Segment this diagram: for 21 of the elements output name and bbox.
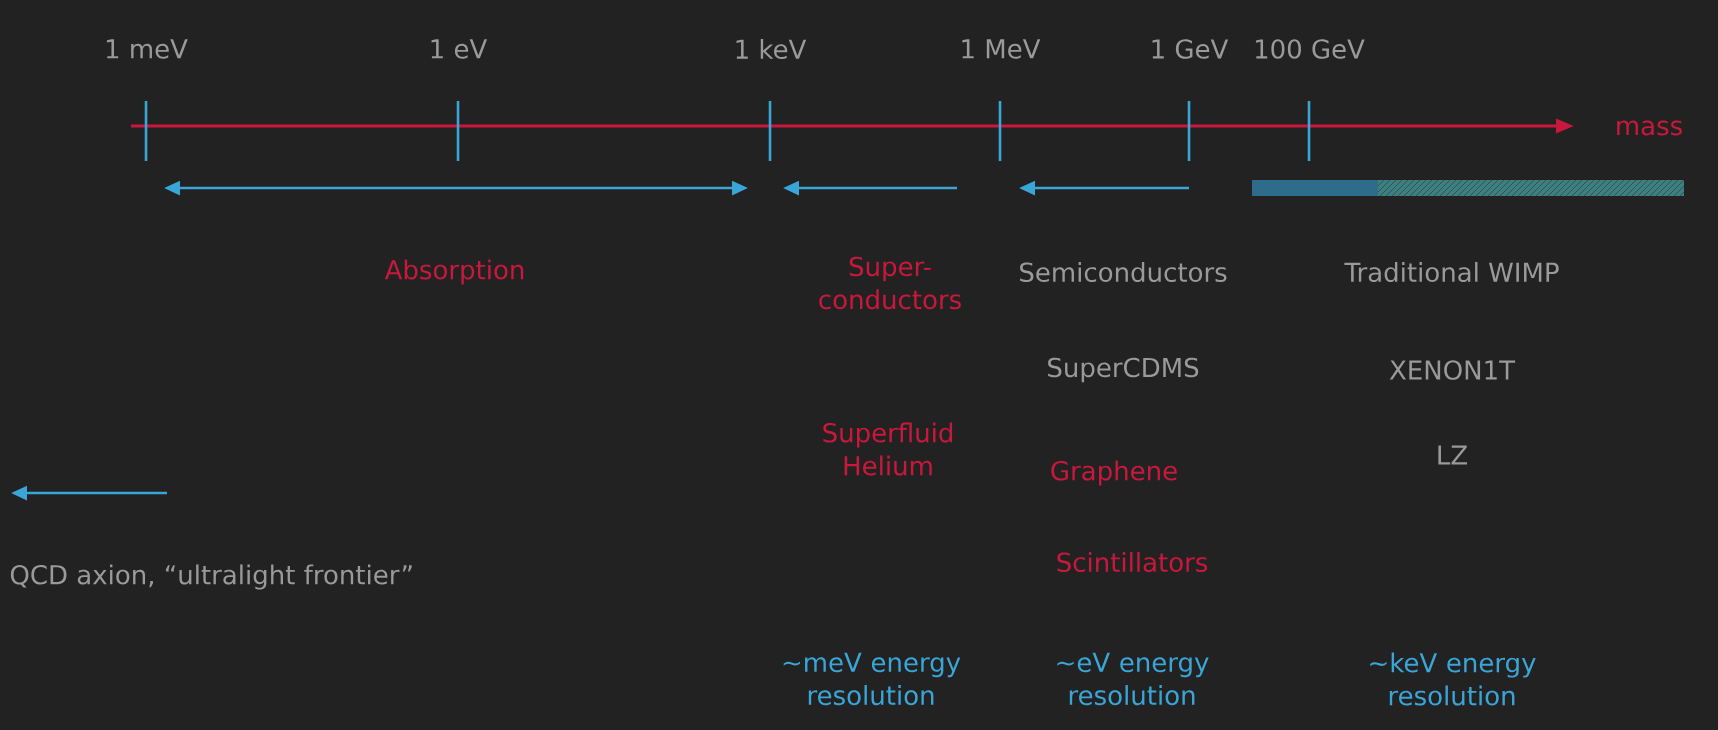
note: QCD axion, “ultralight frontier” (10, 564, 412, 590)
category-label: Semiconductors (1020, 261, 1227, 283)
tick-label: 1 MeV (962, 39, 1041, 59)
resolution-note: ~eV energy resolution (1057, 652, 1209, 706)
tick-label: 1 meV (106, 39, 188, 59)
tick-label: 1 eV (431, 39, 488, 59)
category-label: Absorption (384, 259, 524, 285)
experiment-label: SuperCDMS (1048, 357, 1199, 383)
resolution-note: ~keV energy resolution (1370, 652, 1536, 706)
tick-label: 1 GeV (1152, 39, 1229, 59)
axis-label: mass (1617, 120, 1682, 136)
resolution-note: ~meV energy resolution (783, 652, 961, 706)
experiment-label: XENON1T (1389, 360, 1516, 380)
category-label: Traditional WIMP (1344, 261, 1559, 283)
category-label: Graphene (1051, 460, 1177, 486)
tick-label: 1 keV (736, 38, 807, 60)
category-label: Superfluid Helium (823, 422, 953, 476)
category-label: Scintillators (1057, 551, 1208, 573)
experiment-label: LZ (1438, 445, 1467, 465)
tick-label: 100 GeV (1255, 39, 1365, 59)
category-label: Super- conductors (819, 256, 961, 310)
